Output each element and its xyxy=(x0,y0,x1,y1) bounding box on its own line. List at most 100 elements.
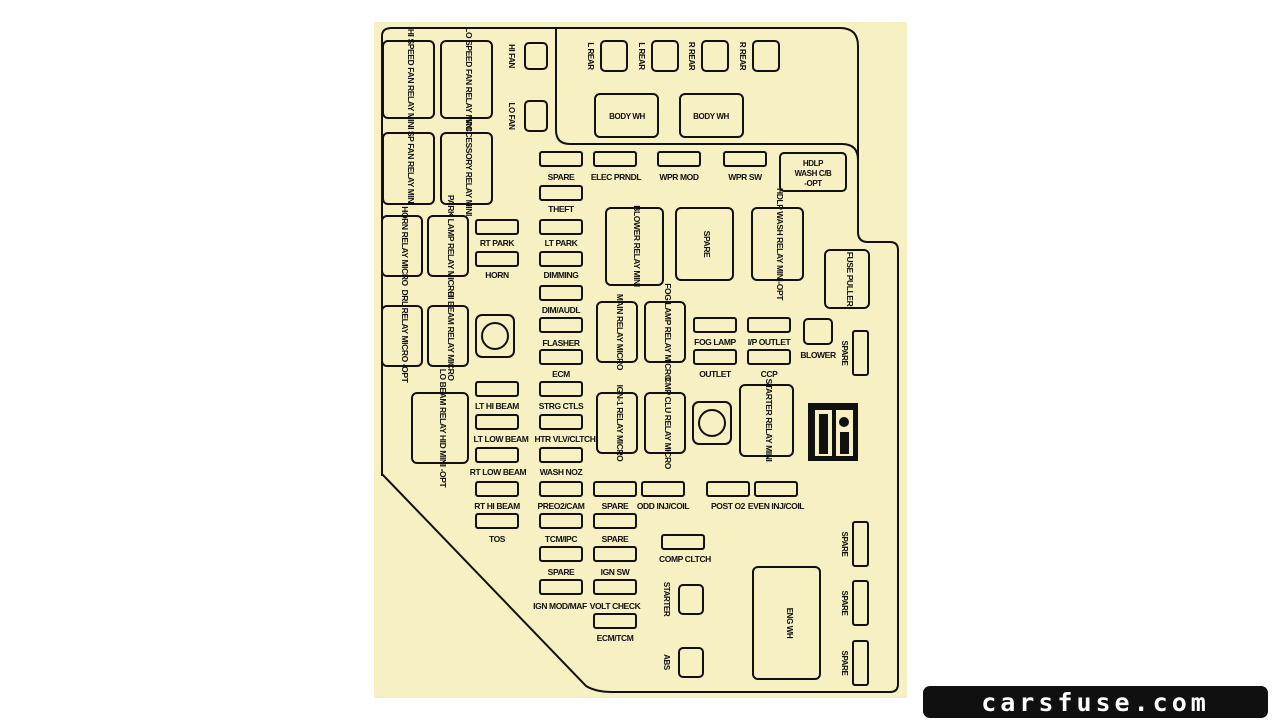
starter-fuse xyxy=(678,584,704,615)
rt-hi-beam-label: RT HI BEAM xyxy=(474,501,520,511)
r-rear-fuse-1 xyxy=(701,40,729,72)
rt-hi-beam-fuse xyxy=(475,481,519,497)
spare-right-label-3: SPARE xyxy=(840,591,849,617)
ign1-relay-label: IGN-1 RELAY MICRO xyxy=(615,385,625,463)
tcm-ipc-fuse xyxy=(539,513,583,529)
round-connector-1-hole xyxy=(481,322,509,350)
even-inj-coil-fuse xyxy=(754,481,798,497)
ecm-label: ECM xyxy=(552,369,570,379)
wpr-mod-fuse xyxy=(657,151,701,167)
volt-check-fuse xyxy=(593,579,637,595)
htr-vlv-clutch-label: HTR VLV/CLTCH xyxy=(534,434,595,444)
lt-park-fuse xyxy=(539,219,583,235)
spare-relay-label: SPARE xyxy=(702,231,712,258)
lt-park-label: LT PARK xyxy=(545,238,579,248)
spare-right-fuse-2 xyxy=(852,521,869,567)
eng-wh-label: ENG WH xyxy=(785,608,794,639)
fog-lamp-label: FOG LAMP xyxy=(694,337,736,347)
horn-relay-label: HORN RELAY MICRO xyxy=(400,206,410,286)
spare-fuse-top xyxy=(539,151,583,167)
tcm-ipc-label: TCM/IPC xyxy=(545,534,577,544)
body-wh-label-1: BODY WH xyxy=(609,112,645,121)
r-rear-label-1: R REAR xyxy=(687,42,696,71)
ign-sw-label: IGN SW xyxy=(601,567,631,577)
r-rear-fuse-2 xyxy=(752,40,780,72)
ip-outlet-label: I/P OUTLET xyxy=(748,337,792,347)
spare-right-label-2: SPARE xyxy=(840,532,849,558)
tos-fuse xyxy=(475,513,519,529)
theft-label: THEFT xyxy=(548,204,575,214)
sp-fan-relay-label: SP FAN RELAY MINI xyxy=(406,131,416,205)
elec-prndl-fuse xyxy=(593,151,637,167)
htr-vlv-clutch-fuse xyxy=(539,414,583,430)
hi-speed-fan-relay-label: HI SPEED FAN RELAY MINI xyxy=(406,29,416,129)
body-wh-1 xyxy=(594,93,659,138)
wpr-sw-label: WPR SW xyxy=(728,172,763,182)
l-rear-label-1: L REAR xyxy=(586,42,595,70)
ecm-tcm-label: ECM/TCM xyxy=(597,633,634,643)
ign-mod-maf-label: IGN MOD/MAF xyxy=(533,601,587,611)
ccp-label: CCP xyxy=(761,369,778,379)
spare-right-label-1: SPARE xyxy=(840,341,849,367)
rt-park-label: RT PARK xyxy=(480,238,516,248)
hi-speed-fan-relay xyxy=(382,40,435,119)
info-manual-icon xyxy=(808,403,858,461)
spare-tcm-fuse xyxy=(593,513,637,529)
lo-beam-relay xyxy=(411,392,469,464)
fog-lamp-relay xyxy=(644,301,686,363)
ecm-top-fuse xyxy=(539,349,583,365)
accessory-relay-label: ACCESSORY RELAY MINI xyxy=(464,120,474,216)
l-rear-label-2: L REAR xyxy=(637,42,646,70)
pre-o2-cam-fuse xyxy=(539,481,583,497)
blower-relay-label: BLOWER RELAY MINI xyxy=(632,205,642,287)
lt-hi-beam-fuse xyxy=(475,381,519,397)
lo-speed-fan-relay-label: LO SPEED FAN RELAY MINI xyxy=(464,27,474,131)
fog-lamp-fuse xyxy=(693,317,737,333)
hdlp-wash-cb xyxy=(779,152,847,192)
lt-low-beam-label: LT LOW BEAM xyxy=(474,434,529,444)
spare-top-label: SPARE xyxy=(548,172,575,182)
tos-label: TOS xyxy=(489,534,506,544)
even-inj-coil-label: EVEN INJ/COIL xyxy=(748,501,804,511)
drl-relay-label: DRL RELAY MICRO -OPT xyxy=(400,290,410,384)
lo-speed-fan-relay xyxy=(440,40,493,119)
horn-label: HORN xyxy=(485,270,509,280)
theft-fuse xyxy=(539,185,583,201)
spare-mid-fuse xyxy=(593,481,637,497)
post-o2-fuse xyxy=(706,481,750,497)
pre-o2-cam-label: PREO2/CAM xyxy=(538,501,585,511)
drl-relay xyxy=(381,305,423,367)
elec-prndl-label: ELEC PRNDL xyxy=(591,172,642,182)
comp-clutch-label: COMP CLTCH xyxy=(659,554,711,564)
cmp-clu-relay xyxy=(644,392,686,454)
horn-relay xyxy=(381,215,423,277)
accessory-relay xyxy=(440,132,493,205)
ecm-tcm-fuse xyxy=(593,613,637,629)
spare-mid-label: SPARE xyxy=(602,501,629,511)
lo-fan-fuse xyxy=(524,100,548,132)
dim-audl-fuse xyxy=(539,285,583,301)
watermark-banner: carsfuse.com xyxy=(923,686,1268,718)
rt-low-beam-label: RT LOW BEAM xyxy=(470,467,527,477)
rt-low-beam-fuse xyxy=(475,447,519,463)
hdlp-wash-cb-label-3: -OPT xyxy=(804,179,822,188)
wash-noz-fuse xyxy=(539,447,583,463)
spare-low-fuse xyxy=(539,546,583,562)
ign-sw-fuse xyxy=(593,546,637,562)
body-wh-2 xyxy=(679,93,744,138)
outlet-label: OUTLET xyxy=(699,369,732,379)
spare-right-label-4: SPARE xyxy=(840,651,849,677)
spare-right-fuse-3 xyxy=(852,580,869,626)
wash-noz-label: WASH NOZ xyxy=(540,467,583,477)
lo-fan-label: LO FAN xyxy=(507,103,516,131)
dimming-label: DIMMING xyxy=(544,270,580,280)
wpr-sw-fuse xyxy=(723,151,767,167)
spare-right-fuse-4 xyxy=(852,640,869,686)
dimming-fuse xyxy=(539,251,583,267)
spare-low-label: SPARE xyxy=(548,567,575,577)
hi-fan-fuse xyxy=(524,42,548,70)
odd-inj-coil-fuse xyxy=(641,481,685,497)
ip-outlet-fuse xyxy=(747,317,791,333)
sp-fan-relay xyxy=(382,132,435,205)
